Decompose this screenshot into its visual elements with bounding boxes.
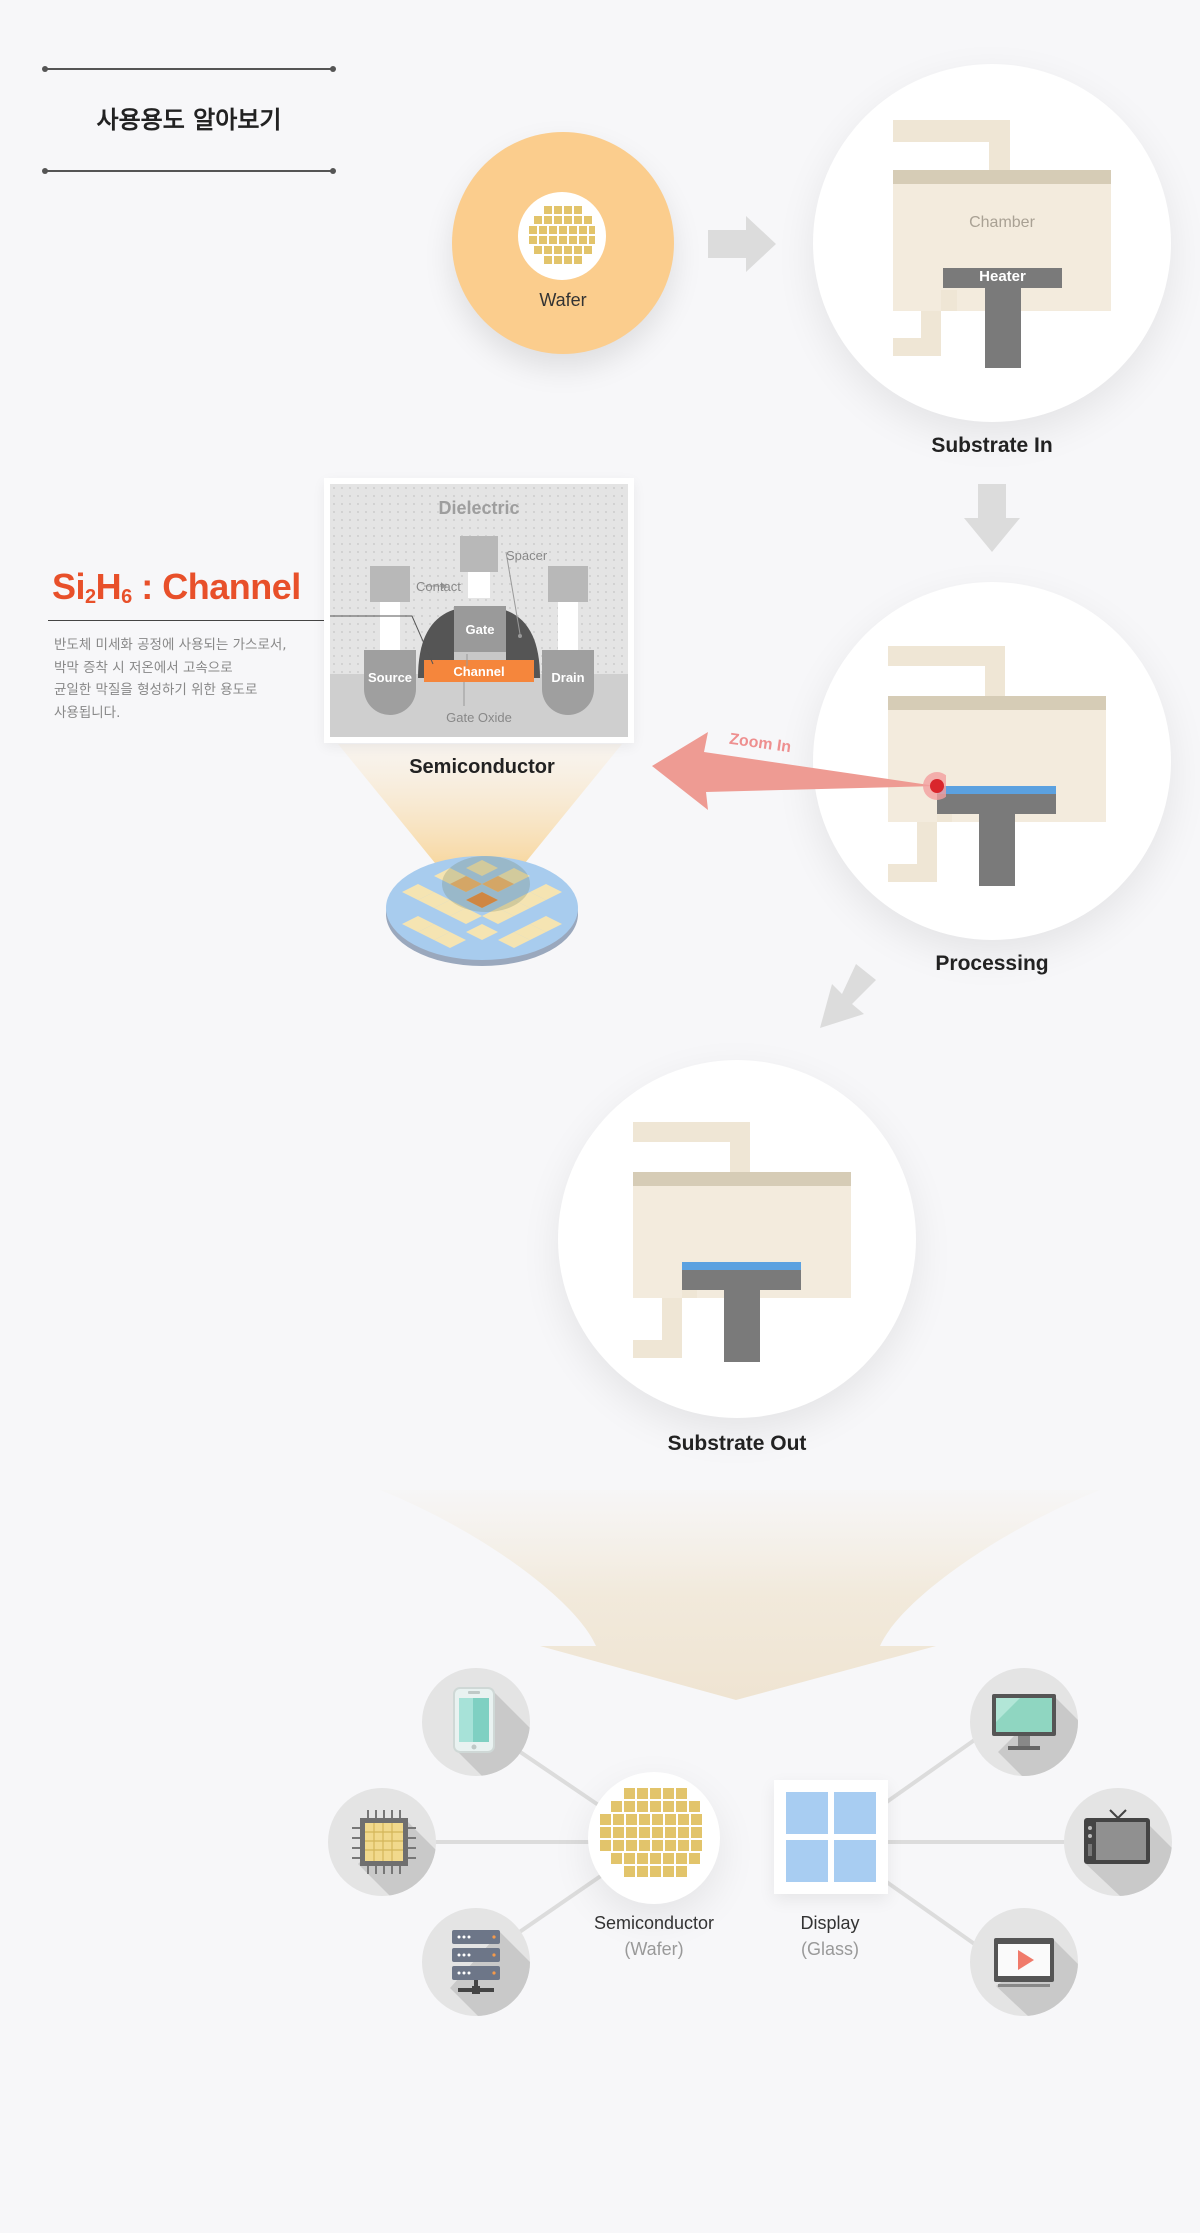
tv-icon bbox=[1084, 1809, 1172, 1896]
spacer-label: Spacer bbox=[506, 548, 548, 563]
processing-circle bbox=[813, 582, 1171, 940]
wafer-chip-grid-icon bbox=[600, 1788, 702, 1877]
substrate-out-label: Substrate Out bbox=[667, 1432, 807, 1455]
arrow-down-left-icon bbox=[820, 964, 876, 1028]
substrate-in-circle: Chamber Heater bbox=[813, 64, 1171, 422]
video-player-app bbox=[970, 1908, 1078, 2016]
wafer-disc bbox=[518, 192, 606, 280]
si2h6-leader-line bbox=[48, 620, 408, 621]
processing-chamber-diagram bbox=[888, 646, 1106, 886]
formula-sub-6: 6 bbox=[121, 586, 132, 608]
semiconductor-label: Semiconductor bbox=[593, 1913, 715, 1933]
cpu-chip-app bbox=[328, 1788, 436, 1896]
gate-oxide-label: Gate Oxide bbox=[446, 710, 512, 725]
monitor-icon bbox=[992, 1694, 1078, 1776]
contact-label: Contact bbox=[416, 579, 461, 594]
description-line: 박막 증착 시 저온에서 고속으로 bbox=[54, 659, 233, 676]
description-line: 균일한 막질을 형성하기 위한 용도로 bbox=[54, 682, 258, 698]
tv-app bbox=[1064, 1788, 1172, 1896]
video-player-icon bbox=[994, 1938, 1078, 2016]
semiconductor-sub-label: (Wafer) bbox=[624, 1939, 684, 1959]
server-app bbox=[422, 1908, 530, 2016]
wafer-3d-icon bbox=[386, 856, 578, 966]
formula-sub-2: 2 bbox=[85, 586, 96, 608]
wafer-chip-grid-icon bbox=[529, 206, 595, 264]
smartphone-icon bbox=[453, 1687, 530, 1776]
semiconductor-cross-section: Dielectric bbox=[324, 478, 634, 743]
light-cone bbox=[338, 744, 622, 906]
chamber-diagram bbox=[893, 120, 1111, 368]
display-label: Display bbox=[800, 1913, 860, 1933]
formula-h: H bbox=[95, 566, 122, 607]
dielectric-label: Dielectric bbox=[438, 498, 520, 518]
smartphone-app bbox=[422, 1668, 530, 1776]
transistor-diagram bbox=[330, 536, 628, 737]
drain-label: Drain bbox=[551, 670, 585, 685]
semiconductor-caption: Semiconductor bbox=[409, 756, 555, 778]
display-app-label: Display (Glass) bbox=[746, 1910, 914, 1962]
formula-channel: : Channel bbox=[131, 566, 301, 607]
heater-label: Heater bbox=[979, 268, 1026, 285]
dielectric-layer: Dielectric bbox=[330, 484, 628, 737]
monitor-app bbox=[970, 1668, 1078, 1776]
header-rule-bottom bbox=[42, 168, 336, 174]
description-line: 반도체 미세화 공정에 사용되는 가스로서, bbox=[54, 637, 287, 653]
display-sub-label: (Glass) bbox=[801, 1939, 859, 1959]
semiconductor-app-label: Semiconductor (Wafer) bbox=[570, 1910, 738, 1962]
zoom-in-arrow-icon bbox=[652, 732, 946, 810]
channel-label: Channel bbox=[453, 664, 505, 679]
wafer-circle: Wafer bbox=[452, 132, 674, 354]
chamber-label: Chamber bbox=[969, 214, 1035, 231]
source-label: Source bbox=[367, 670, 413, 685]
substrate-in-label: Substrate In bbox=[931, 434, 1053, 457]
substrate-out-circle bbox=[558, 1060, 916, 1418]
cpu-chip-icon bbox=[352, 1810, 436, 1896]
formula-si: Si bbox=[52, 566, 86, 607]
header-rule-top bbox=[42, 66, 336, 72]
glass-panel-icon bbox=[786, 1792, 876, 1882]
si2h6-description: 반도체 미세화 공정에 사용되는 가스로서, 박막 증착 시 저온에서 고속으로… bbox=[54, 634, 314, 724]
processing-label: Processing bbox=[935, 952, 1049, 975]
page-title: 사용용도 알아보기 bbox=[96, 106, 282, 134]
arrow-down-icon bbox=[964, 484, 1020, 552]
funnel-shape bbox=[380, 1490, 1100, 1700]
wafer-label: Wafer bbox=[539, 290, 587, 310]
gate-label: Gate bbox=[465, 622, 495, 637]
semiconductor-wafer-node bbox=[588, 1772, 720, 1904]
arrow-right-icon bbox=[708, 216, 776, 272]
substrate-out-chamber-diagram bbox=[633, 1122, 851, 1362]
server-icon bbox=[450, 1930, 530, 2016]
si2h6-title: Si2H6 : Channel bbox=[52, 566, 301, 609]
description-line: 사용됩니다. bbox=[54, 704, 121, 721]
display-glass-node bbox=[774, 1780, 888, 1894]
